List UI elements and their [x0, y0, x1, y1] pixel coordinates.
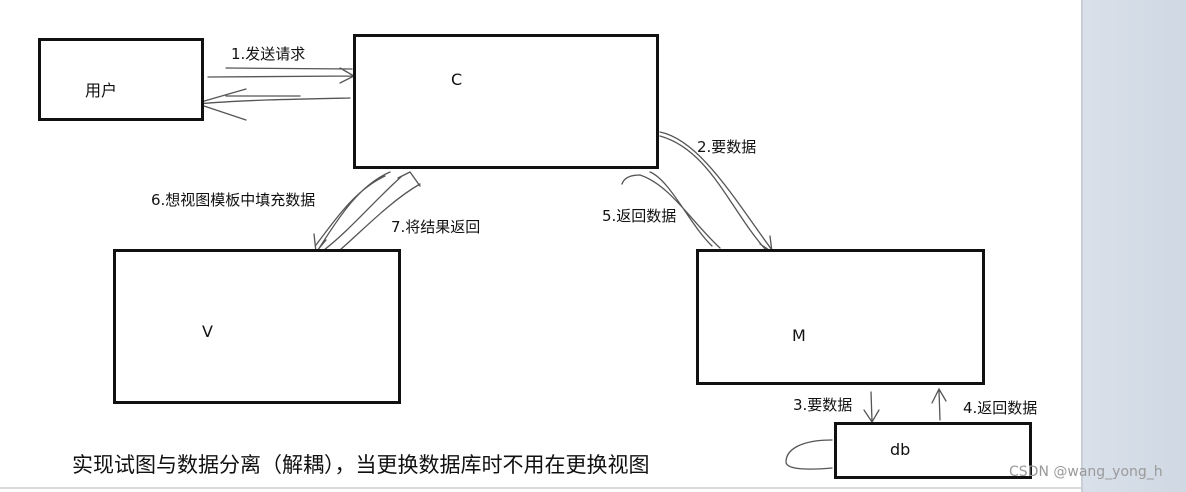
- view-node-label: V: [202, 322, 213, 341]
- model-node: M: [696, 249, 985, 385]
- db-node: db: [834, 422, 1032, 479]
- arrow-model-to-db: [863, 391, 880, 424]
- diagram-caption: 实现试图与数据分离（解耦），当更换数据库时不用在更换视图: [72, 453, 650, 477]
- view-node: V: [113, 249, 401, 404]
- edge-label-1: 1.发送请求: [231, 45, 306, 63]
- edge-label-5: 5.返回数据: [602, 207, 677, 225]
- scribble-left-of-db: [785, 439, 833, 470]
- edge-label-3: 3.要数据: [793, 396, 853, 414]
- bottom-divider: [0, 487, 1081, 489]
- arrow-model-to-controller: [621, 171, 721, 249]
- arrow-db-to-model: [931, 387, 947, 421]
- edge-label-4: 4.返回数据: [963, 399, 1038, 417]
- arrow-view-to-controller: [323, 171, 421, 251]
- controller-node: C: [353, 34, 659, 169]
- model-node-label: M: [792, 326, 806, 345]
- arrow-user-to-controller: [207, 67, 356, 84]
- arrow-controller-to-user: [193, 88, 351, 121]
- controller-node-label: C: [451, 70, 463, 89]
- user-node: 用户: [38, 38, 204, 121]
- watermark: CSDN @wang_yong_h: [1009, 464, 1163, 480]
- user-node-label: 用户: [85, 81, 118, 100]
- edge-label-2: 2.要数据: [697, 138, 757, 156]
- edge-label-6: 6.想视图模板中填充数据: [151, 191, 316, 209]
- edge-label-7: 7.将结果返回: [391, 218, 481, 236]
- right-side-panel: [1081, 0, 1186, 492]
- db-node-label: db: [890, 440, 911, 459]
